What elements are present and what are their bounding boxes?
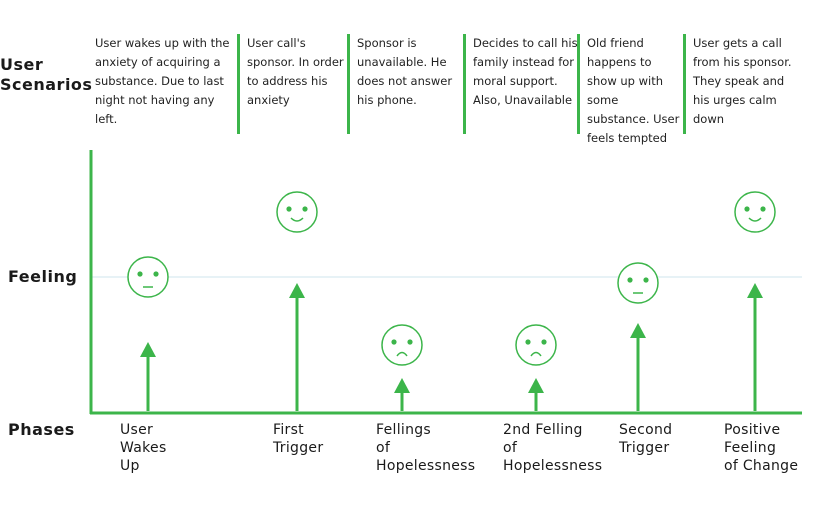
scenario-card: Sponsor is unavailable. He does not answ… <box>347 34 463 134</box>
neutral-face-icon <box>617 262 659 304</box>
sad-face-icon <box>381 324 423 366</box>
phases-label: Phases <box>8 420 75 439</box>
neutral-face-icon <box>127 256 169 298</box>
feeling-arrow <box>630 323 646 411</box>
happy-face-icon <box>734 191 776 233</box>
feeling-arrow <box>140 342 156 411</box>
phase-label: Positive Feeling of Change <box>724 422 799 474</box>
phase-label: Second Trigger <box>619 422 673 456</box>
happy-face-icon <box>276 191 318 233</box>
user-scenarios-label: User Scenarios <box>0 55 93 94</box>
feeling-arrow <box>394 378 410 411</box>
scenario-card: Decides to call his family instead for m… <box>463 34 578 134</box>
phase-label: Fellings of Hopelessness <box>376 422 476 474</box>
feeling-arrow <box>747 283 763 411</box>
scenario-card: User wakes up with the anxiety of acquir… <box>95 36 230 126</box>
feeling-arrow <box>528 378 544 411</box>
sad-face-icon <box>515 324 557 366</box>
scenario-card: User call's sponsor. In order to address… <box>237 34 347 134</box>
feeling-arrow <box>289 283 305 411</box>
scenario-card: Old friend happens to show up with some … <box>577 34 683 145</box>
phase-label: First Trigger <box>273 422 324 456</box>
feeling-label: Feeling <box>8 267 78 286</box>
phase-label: User Wakes Up <box>120 422 167 474</box>
scenario-card: User gets a call from his sponsor. They … <box>683 34 798 134</box>
phase-label: 2nd Felling of Hopelessness <box>503 422 603 474</box>
